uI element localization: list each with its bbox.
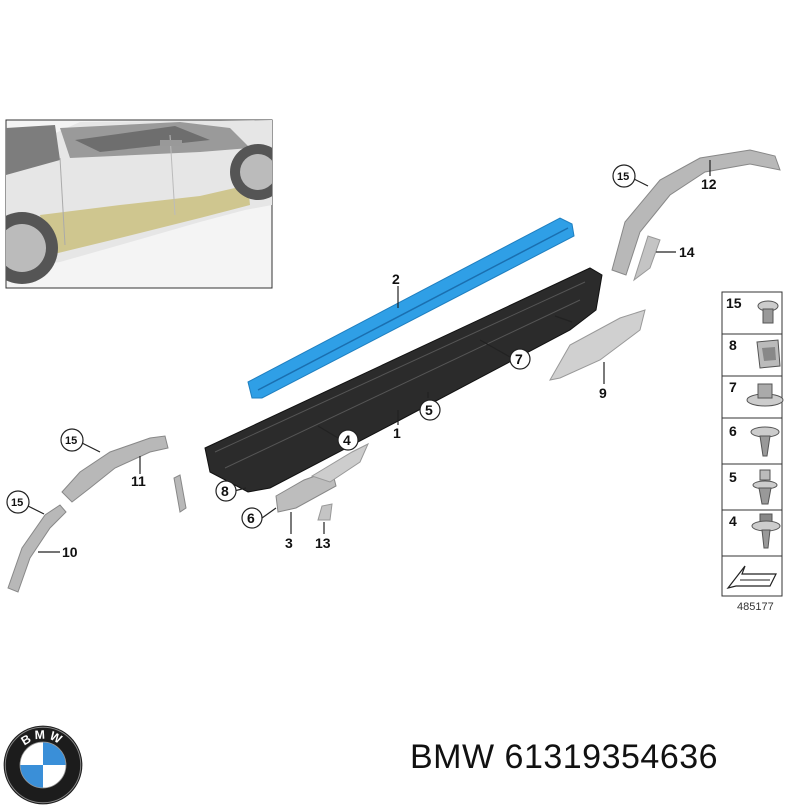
part-10-shape — [7, 504, 67, 593]
legend-label-15: 15 — [726, 295, 742, 311]
callout-1: 1 — [393, 425, 401, 441]
callout-15-rear: 15 — [617, 171, 629, 183]
callout-7: 7 — [515, 351, 523, 367]
part-9-shape — [549, 309, 646, 381]
callout-3: 3 — [285, 535, 293, 551]
part-13-shape — [317, 503, 333, 521]
callouts: 1 2 3 4 5 6 7 8 9 10 11 12 13 14 15 15 1… — [6, 164, 717, 560]
legend-label-7: 7 — [729, 379, 737, 395]
leader-lines — [27, 160, 711, 553]
fastener-legend: 15 8 7 6 5 4 — [721, 291, 784, 613]
callout-15-rear-bubble — [612, 164, 636, 188]
clip-5-icon — [752, 469, 778, 505]
clip-8-icon — [756, 339, 781, 369]
callout-8-bubble — [215, 480, 237, 502]
callout-15-lower: 15 — [11, 497, 23, 509]
bmw-logo-icon: BMW — [3, 725, 83, 805]
callout-15-lower-bubble — [6, 490, 30, 514]
brand-name: BMW — [410, 738, 495, 776]
part-3-wedge — [310, 442, 370, 483]
callout-6: 6 — [247, 510, 255, 526]
legend-label-8: 8 — [729, 337, 737, 353]
part-12-shape — [611, 149, 781, 276]
clip-15-icon — [757, 300, 779, 324]
legend-label-4: 4 — [729, 513, 737, 529]
callout-2: 2 — [392, 271, 400, 287]
part-1-highlight — [214, 281, 586, 469]
svg-text:BMW: BMW — [19, 727, 68, 748]
callout-15-front: 15 — [65, 435, 77, 447]
callout-8: 8 — [221, 483, 229, 499]
brand-part-number: BMW 61319354636 — [410, 738, 718, 777]
part-3-shape — [275, 469, 337, 513]
part-number: 61319354636 — [504, 738, 719, 776]
callout-4-bubble — [337, 429, 359, 451]
callout-9: 9 — [599, 385, 607, 401]
part-11-tail — [173, 474, 187, 513]
callout-6-bubble — [241, 507, 263, 529]
callout-5-bubble — [419, 399, 441, 421]
callout-7-bubble — [509, 348, 531, 370]
screw-4-icon — [751, 513, 781, 549]
callout-5: 5 — [425, 402, 433, 418]
inset-car-view — [5, 119, 273, 289]
callout-11: 11 — [131, 473, 146, 489]
part-14-shape — [633, 235, 661, 282]
part-2-edge — [257, 227, 569, 391]
callout-13: 13 — [315, 535, 331, 551]
direction-arrow-icon — [726, 565, 777, 590]
callout-14: 14 — [679, 244, 695, 260]
callout-12: 12 — [701, 176, 717, 192]
legend-label-5: 5 — [729, 469, 737, 485]
clip-6-icon — [750, 426, 780, 457]
callout-4: 4 — [343, 432, 351, 448]
nut-7-icon — [746, 383, 784, 407]
diagram-number: 485177 — [737, 601, 774, 613]
callout-10: 10 — [62, 544, 78, 560]
legend-label-6: 6 — [729, 423, 737, 439]
part-11-shape — [61, 435, 169, 503]
callout-15-front-bubble — [60, 428, 84, 452]
